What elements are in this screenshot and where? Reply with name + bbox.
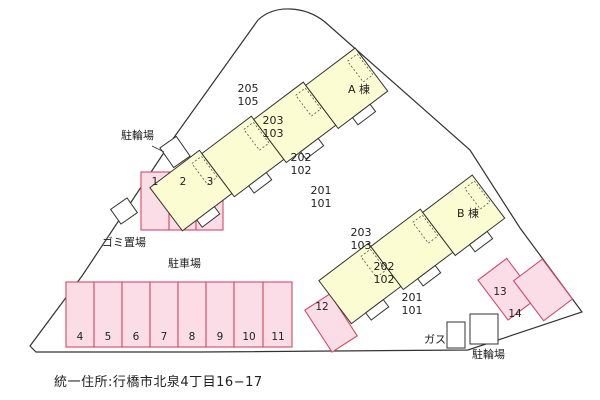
parking-space-number: 10 (242, 331, 256, 343)
parking-space-14 (512, 258, 574, 322)
bicycle-parking-1-label: 駐輪場 (121, 129, 154, 142)
parking-right-pair (477, 257, 574, 322)
bicycle-parking-2-label: 駐輪場 (472, 348, 505, 361)
parking-space-10 (233, 281, 264, 348)
parking-space-number: 13 (493, 286, 507, 298)
parking-space-number: 7 (160, 331, 168, 343)
unit-upper-number: 202 (290, 151, 312, 164)
site-boundary (29, 8, 583, 353)
bicycle-parking-2-shed (469, 313, 499, 345)
garbage-area-label: ゴミ置場 (102, 236, 146, 249)
parking-lot-label: 駐車場 (168, 257, 201, 270)
parking-space-number: 8 (188, 331, 196, 343)
building-a-unit-label: 201 101 (304, 184, 338, 210)
building-a-unit-label: 202 102 (284, 151, 318, 177)
gas-enclosure (446, 321, 466, 349)
unit-lower-number: 101 (310, 197, 332, 210)
garbage-shed (109, 197, 139, 225)
parking-space-number: 1 (151, 176, 159, 188)
parking-space-number: 2 (179, 176, 187, 188)
parking-space-number: 6 (132, 331, 140, 343)
building-b (318, 174, 506, 325)
unit-upper-number: 201 (310, 184, 332, 197)
parking-space-12 (304, 293, 358, 353)
unit-upper-number: 202 (373, 260, 395, 273)
parking-bottom-row (65, 281, 293, 348)
parking-space-number: 14 (508, 308, 522, 320)
building-b-unit-label: 203 103 (344, 226, 378, 252)
unit-lower-number: 105 (237, 95, 259, 108)
unit-lower-number: 102 (373, 273, 395, 286)
unit-lower-number: 102 (290, 164, 312, 177)
building-a-unit-label: 205 105 (231, 82, 265, 108)
parking-space-number: 11 (271, 331, 285, 343)
unit-upper-number: 205 (237, 82, 259, 95)
unit-upper-number: 203 (350, 226, 372, 239)
parking-space-4 (65, 281, 95, 348)
parking-space-11 (262, 281, 293, 348)
address-caption: 統一住所:行橋市北泉4丁目16−17 (54, 375, 263, 390)
unit-lower-number: 103 (350, 239, 372, 252)
bicycle-parking-1-pointer (151, 145, 165, 153)
building-b-unit-label: 202 102 (367, 260, 401, 286)
unit-upper-number: 201 (401, 291, 423, 304)
parking-space-6 (121, 281, 151, 348)
unit-lower-number: 103 (262, 127, 284, 140)
parking-space-7 (149, 281, 179, 348)
building-a-unit-label: 203 103 (256, 114, 290, 140)
unit-upper-number: 203 (262, 114, 284, 127)
bicycle-parking-1-shed (159, 135, 191, 169)
parking-space-5 (93, 281, 123, 348)
parking-space-number: 5 (104, 331, 112, 343)
building-a-name: A 棟 (348, 83, 371, 96)
parking-space-number: 12 (315, 301, 329, 313)
parking-space-8 (177, 281, 207, 348)
building-a (149, 47, 389, 232)
unit-lower-number: 101 (401, 304, 423, 317)
building-b-unit-label: 201 101 (395, 291, 429, 317)
parking-space-number: 3 (206, 176, 214, 188)
parking-space-number: 4 (76, 331, 84, 343)
gas-label: ガス (424, 333, 446, 346)
building-b-name: B 棟 (457, 207, 480, 220)
parking-space-number: 9 (216, 331, 224, 343)
